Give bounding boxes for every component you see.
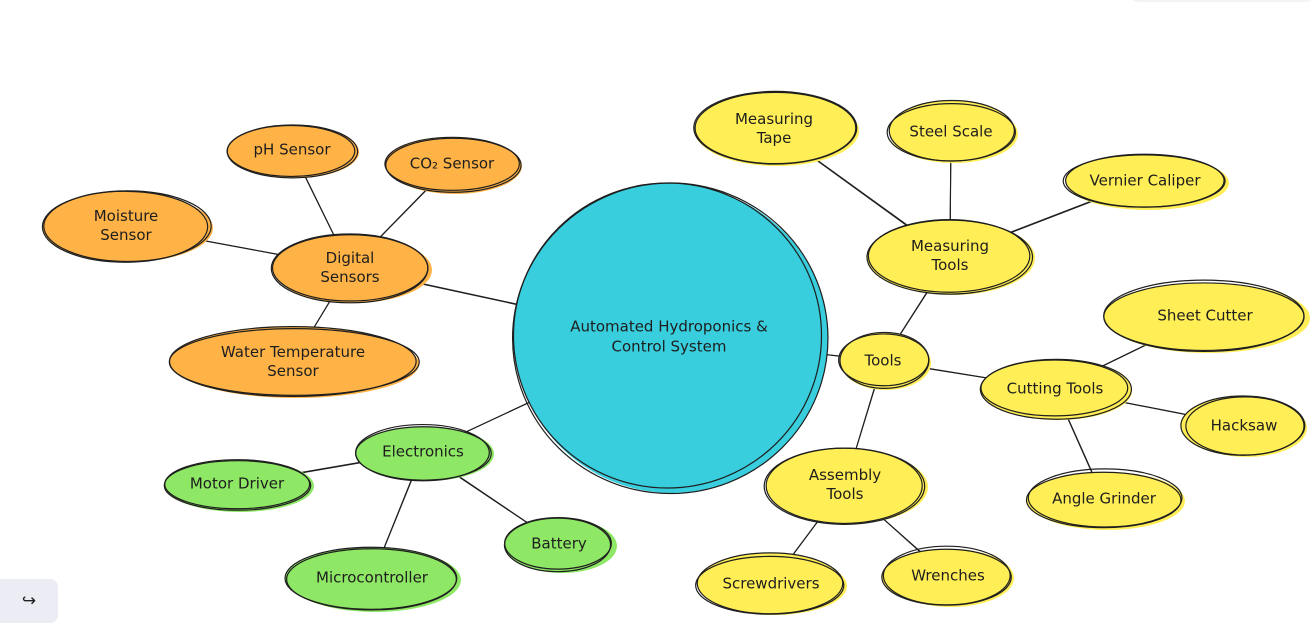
node-outline	[1027, 468, 1183, 528]
node-angle-grinder[interactable]: Angle Grinder	[1025, 468, 1185, 530]
node-label: Sheet Cutter	[1157, 307, 1253, 325]
node-outline	[763, 447, 926, 525]
node-label: Electronics	[382, 443, 464, 461]
node-label: Cutting Tools	[1007, 380, 1104, 398]
redo-button[interactable]: ↪	[0, 579, 58, 623]
node-label: Tape	[756, 129, 792, 147]
node-outline	[980, 359, 1129, 417]
node-outline	[43, 190, 212, 263]
node-label: Automated Hydroponics &	[570, 318, 768, 336]
node-outline	[838, 333, 930, 387]
node-label: Tools	[931, 256, 969, 274]
node-label: Measuring	[735, 110, 813, 128]
node-label: Steel Scale	[909, 123, 992, 141]
node-screwdrivers[interactable]: Screwdrivers	[695, 552, 847, 615]
node-steel-scale[interactable]: Steel Scale	[886, 99, 1018, 163]
node-outline	[695, 555, 845, 615]
node-label: Wrenches	[911, 567, 985, 585]
node-battery[interactable]: Battery	[503, 516, 617, 573]
node-vernier-caliper[interactable]: Vernier Caliper	[1062, 153, 1229, 210]
node-outline	[511, 182, 829, 495]
node-label: CO₂ Sensor	[410, 155, 495, 173]
node-label: Hacksaw	[1211, 417, 1278, 435]
node-label: Assembly	[809, 466, 881, 484]
node-sheet-cutter[interactable]: Sheet Cutter	[1103, 279, 1310, 353]
node-outline	[384, 136, 520, 191]
node-co2-sensor[interactable]: CO₂ Sensor	[384, 136, 522, 194]
node-label: Tools	[826, 485, 864, 503]
node-outline	[1185, 396, 1305, 456]
node-label: Microcontroller	[316, 569, 429, 587]
node-wrenches[interactable]: Wrenches	[881, 545, 1014, 607]
node-label: Water Temperature	[221, 343, 365, 361]
node-outline	[1025, 471, 1182, 529]
node-label: Moisture	[94, 207, 159, 225]
node-outline	[163, 460, 312, 511]
node-label: Sensors	[320, 268, 379, 286]
node-outline	[1062, 154, 1226, 208]
node-cutting-tools[interactable]: Cutting Tools	[979, 358, 1133, 420]
node-outline	[882, 545, 1011, 606]
node-layer: Automated Hydroponics & Control System Dig…	[41, 90, 1310, 615]
node-label: Sensor	[100, 226, 152, 244]
node-outline	[355, 423, 490, 482]
node-label: Battery	[531, 535, 587, 553]
node-outline	[1103, 279, 1305, 353]
node-label: Vernier Caliper	[1090, 172, 1202, 190]
node-outline	[886, 102, 1017, 162]
node-ph-sensor[interactable]: pH Sensor	[226, 124, 359, 179]
node-label: Control System	[612, 338, 727, 356]
node-label: Digital	[326, 249, 375, 267]
node-outline	[168, 328, 420, 396]
node-electronics[interactable]: Electronics	[355, 423, 494, 482]
redo-icon: ↪	[21, 591, 37, 611]
node-outline	[504, 516, 612, 570]
node-motor-driver[interactable]: Motor Driver	[163, 459, 314, 512]
node-outline	[693, 90, 858, 165]
node-outline	[979, 358, 1133, 420]
node-label: Sensor	[267, 362, 319, 380]
node-outline	[226, 124, 356, 178]
node-outline	[285, 548, 457, 611]
node-center[interactable]: Automated Hydroponics & Control System	[511, 182, 829, 495]
node-label: Angle Grinder	[1052, 490, 1157, 508]
top-toolbar-edge	[1130, 0, 1314, 2]
node-tools[interactable]: Tools	[838, 331, 931, 390]
node-label: Measuring	[911, 237, 989, 255]
node-label: Tools	[864, 352, 902, 370]
node-outline	[385, 137, 522, 193]
node-outline	[694, 91, 857, 165]
node-hacksaw[interactable]: Hacksaw	[1180, 395, 1307, 457]
node-outline	[270, 233, 429, 304]
node-label: Screwdrivers	[722, 575, 819, 593]
node-outline	[867, 219, 1031, 293]
node-label: pH Sensor	[254, 141, 332, 159]
node-microcontroller[interactable]: Microcontroller	[284, 546, 461, 612]
node-label: Motor Driver	[190, 475, 285, 493]
node-outline	[512, 182, 823, 489]
